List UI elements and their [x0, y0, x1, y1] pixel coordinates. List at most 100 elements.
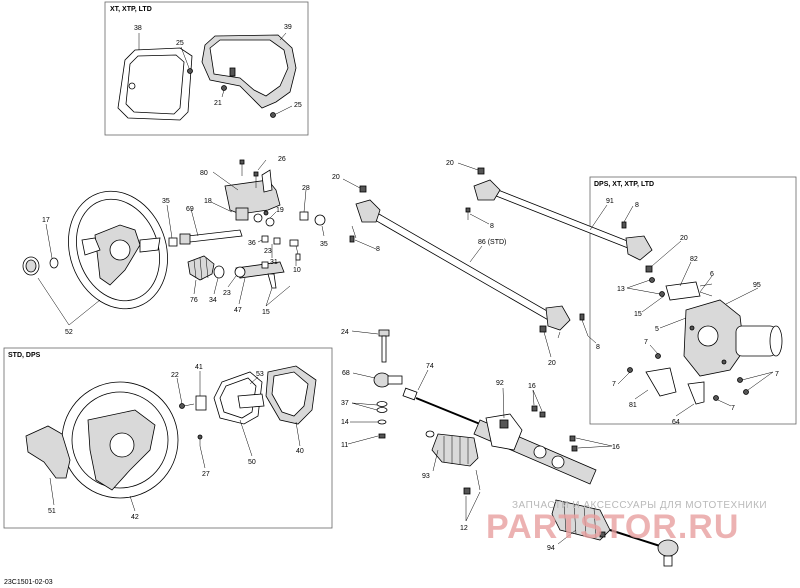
part-50-53-cluster-frame	[213, 371, 265, 425]
part-76-boot	[187, 255, 215, 281]
callout-28: 28	[302, 185, 310, 192]
leader-lines-dps	[617, 261, 774, 417]
outer-tie-rod-end	[609, 529, 679, 567]
callout-92: 92	[496, 380, 504, 387]
part-37-14-11-washers	[376, 401, 388, 439]
callout-25: 25	[176, 40, 184, 47]
callout-20: 20	[680, 235, 688, 242]
part-35-nut	[168, 237, 178, 247]
callout-8: 8	[376, 246, 380, 253]
callout-80: 80	[200, 170, 208, 177]
callout-41: 41	[195, 364, 203, 371]
part-42-steering-wheel-std	[61, 381, 179, 499]
callout-93: 93	[422, 473, 430, 480]
callout-74: 74	[426, 363, 434, 370]
callout-25: 25	[294, 102, 302, 109]
leader-lines-91	[457, 162, 682, 267]
callout-68: 68	[342, 370, 350, 377]
callout-7: 7	[612, 381, 616, 388]
part-26-bolt	[239, 159, 259, 188]
dps-xt-xtp-ltd-box: DPS, XT, XTP, LTD	[589, 176, 797, 425]
callout-5: 5	[655, 326, 659, 333]
rack-bolts	[463, 405, 606, 538]
part-94-boot	[551, 499, 611, 541]
leader-lines-wheel	[37, 204, 173, 326]
callout-94: 94	[547, 545, 555, 552]
xt-xtp-ltd-box: XT, XTP, LTD	[104, 1, 309, 136]
callout-7: 7	[775, 371, 779, 378]
callout-8: 8	[490, 223, 494, 230]
part-41-22-switch	[179, 395, 207, 411]
part-17-hub-cap	[22, 256, 59, 276]
callout-14: 14	[341, 419, 349, 426]
part-40-shroud	[265, 365, 317, 425]
callout-42: 42	[131, 514, 139, 521]
callout-51: 51	[48, 508, 56, 515]
callout-7: 7	[731, 405, 735, 412]
part-81-64-mount-brackets	[627, 353, 749, 405]
part-69-shaft	[179, 229, 243, 245]
std-dps-box: STD, DPS	[3, 347, 333, 529]
part-91-intermediate-shaft-dps	[465, 167, 653, 273]
callout-39: 39	[284, 24, 292, 31]
callout-52: 52	[65, 329, 73, 336]
diagram-code: 23C1501-02-03	[4, 579, 53, 586]
leader-lines-column	[190, 159, 325, 307]
callout-37: 37	[341, 400, 349, 407]
callout-86-std: 86 (STD)	[478, 239, 506, 246]
callout-7: 7	[644, 339, 648, 346]
callout-35: 35	[320, 241, 328, 248]
callout-12: 12	[460, 525, 468, 532]
callout-82: 82	[690, 256, 698, 263]
callout-22: 22	[171, 372, 179, 379]
callout-40: 40	[296, 448, 304, 455]
leader-lines-rack	[432, 387, 613, 545]
callout-50: 50	[248, 459, 256, 466]
part-74-inner-tie-rod	[402, 387, 481, 425]
part-36-31-10-hardware	[261, 235, 301, 261]
callout-24: 24	[341, 329, 349, 336]
callout-47: 47	[234, 307, 242, 314]
part-95-power-steering-unit	[683, 299, 783, 377]
callout-26: 26	[278, 156, 286, 163]
callout-91: 91	[606, 198, 614, 205]
part-18-19-joint	[235, 207, 275, 227]
leader-lines-std	[49, 371, 301, 512]
callout-21: 21	[214, 100, 222, 107]
callout-64: 64	[672, 419, 680, 426]
part-68-ball-joint	[373, 372, 403, 388]
callout-95: 95	[753, 282, 761, 289]
leader-lines-mid	[347, 330, 429, 445]
leader-lines-86	[342, 178, 597, 358]
part-82-6-bracket-bolts	[649, 277, 713, 301]
callout-8: 8	[596, 344, 600, 351]
callout-16: 16	[612, 444, 620, 451]
callout-53: 53	[256, 371, 264, 378]
callout-76: 76	[190, 297, 198, 304]
svg-text:DPS, XT, XTP, LTD: DPS, XT, XTP, LTD	[594, 181, 654, 188]
part-39-steering-shroud	[201, 34, 297, 109]
callout-15: 15	[262, 309, 270, 316]
callout-16: 16	[528, 383, 536, 390]
callout-20: 20	[446, 160, 454, 167]
part-28-spacer	[299, 211, 326, 226]
callout-35: 35	[162, 198, 170, 205]
part-80-bracket	[224, 169, 281, 215]
callout-31: 31	[270, 259, 278, 266]
part-51-center-cover	[25, 425, 71, 479]
callout-69: 69	[186, 206, 194, 213]
callout-38: 38	[134, 25, 142, 32]
callout-34: 34	[209, 297, 217, 304]
leader-lines-top	[138, 32, 293, 115]
part-38-cluster-frame	[117, 47, 193, 121]
part-24-bolt	[378, 329, 390, 363]
callout-10: 10	[293, 267, 301, 274]
callout-23: 23	[264, 248, 272, 255]
callout-11: 11	[341, 442, 348, 449]
part-86-intermediate-shaft	[349, 185, 589, 339]
callout-27: 27	[202, 471, 210, 478]
callout-8: 8	[635, 202, 639, 209]
part-92-steering-rack	[473, 413, 597, 485]
